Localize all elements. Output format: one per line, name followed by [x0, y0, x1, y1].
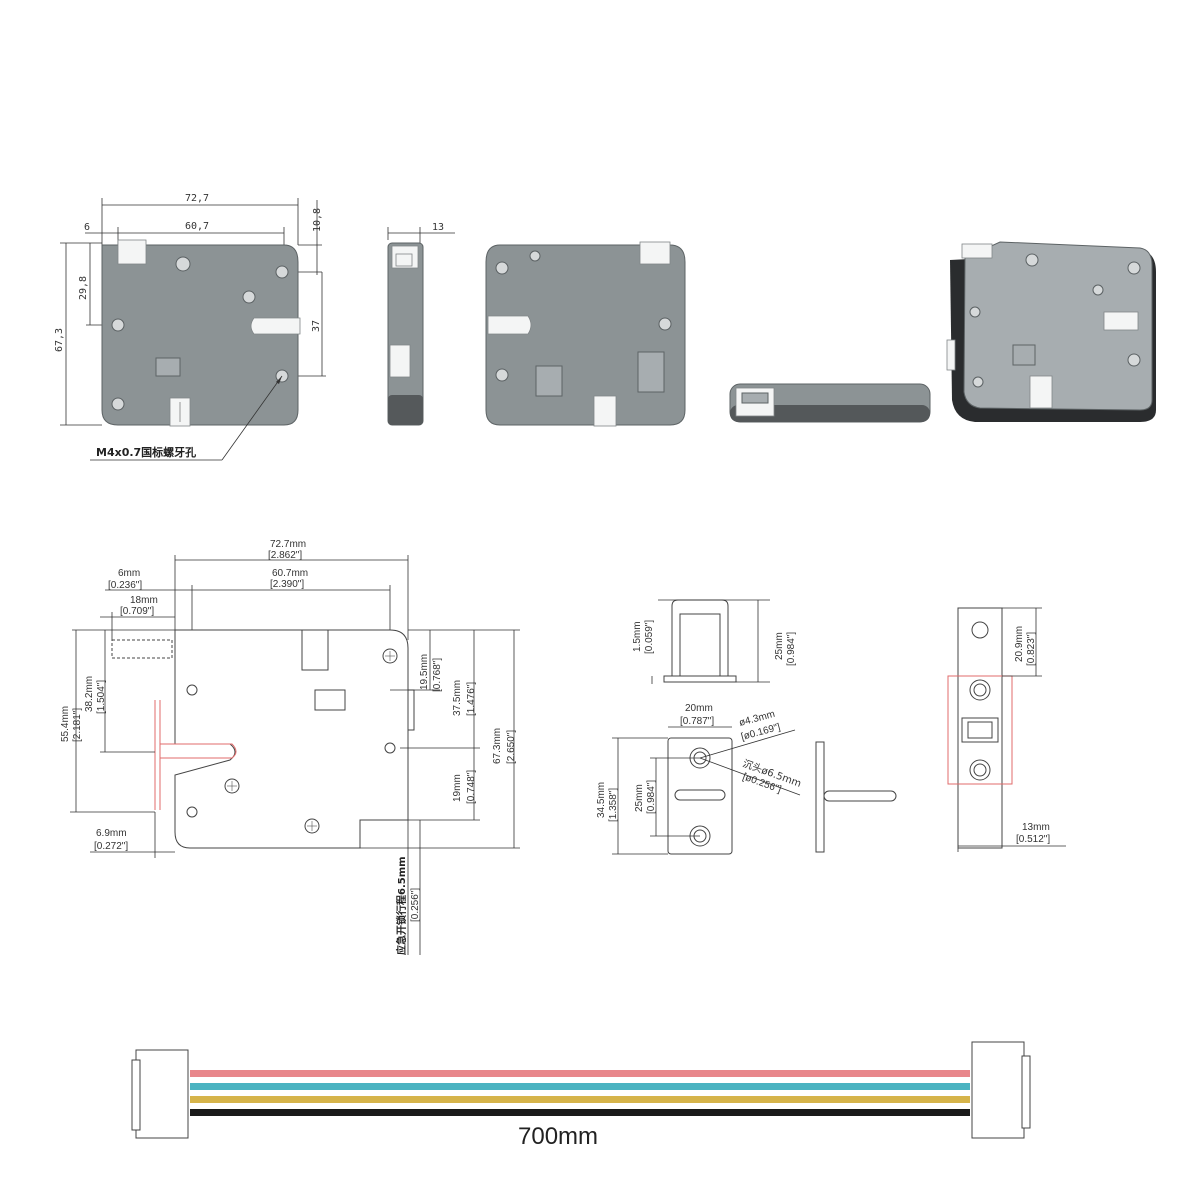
front-h4-in: [0.748"]: [466, 770, 477, 804]
front-h3-mm: 67.3mm: [492, 728, 503, 764]
front-width-in: [2.862"]: [268, 550, 302, 561]
wire-bundle: [190, 1070, 970, 1116]
strike-width-in: [0.787"]: [680, 716, 714, 727]
dim-hole-height: 29,8: [78, 276, 89, 300]
side-line-drawing: 20.9mm [0.823"] 13mm [0.512"]: [947, 607, 1066, 852]
front-line-drawing: 72.7mm [2.862"] 60.7mm [2.390"] 6mm [0.2…: [60, 539, 520, 955]
front-l1-in: [2.181"]: [72, 708, 83, 742]
front-h2-in: [1.476"]: [466, 682, 477, 716]
back-view-render: [485, 241, 686, 427]
front-bottom-in: [0.272"]: [94, 841, 128, 852]
dim-hole-spacing: 60,7: [185, 221, 209, 232]
bottom-view-render: [729, 383, 931, 423]
front-l2-in: [1.504"]: [96, 680, 107, 714]
side-width-in: [0.512"]: [1016, 834, 1050, 845]
front-l1-mm: 55.4mm: [60, 706, 71, 742]
wire-4: [190, 1109, 970, 1116]
dim-overall-width: 72,7: [185, 193, 209, 204]
wire-2: [190, 1083, 970, 1090]
side-top-mm: 20.9mm: [1014, 626, 1025, 662]
strike-total-in: [0.984"]: [786, 632, 797, 666]
wire-1: [190, 1070, 970, 1077]
front-hole-span-in: [2.390"]: [270, 579, 304, 590]
strike-height-in: [1.358"]: [608, 788, 619, 822]
front-l2-mm: 38.2mm: [84, 676, 95, 712]
iso-view-render: [946, 241, 1156, 422]
front-bottom-mm: 6.9mm: [96, 828, 127, 839]
cable-drawing: 700mm: [131, 1041, 1031, 1150]
dim-thickness: 13: [432, 222, 444, 233]
strike-h-mm: 1.5mm: [632, 621, 643, 652]
emergency-travel-label: 应急开锁行程6.5mm: [395, 856, 408, 955]
front-bolt-in: [0.709"]: [120, 606, 154, 617]
front-h1-in: [0.768"]: [432, 658, 443, 692]
strike-plate-drawing: 1.5mm [0.059"] 25mm [0.984"] 20mm [0.787…: [596, 599, 897, 855]
front-h1-mm: 19.5mm: [419, 654, 430, 690]
front-bolt-mm: 18mm: [130, 595, 158, 606]
front-offset-mm: 6mm: [118, 568, 140, 579]
cable-length-label: 700mm: [518, 1123, 598, 1150]
strike-total-mm: 25mm: [774, 632, 785, 660]
dim-top-right: 10,8: [312, 208, 323, 232]
side-top-in: [0.823"]: [1026, 632, 1037, 666]
side-width-mm: 13mm: [1022, 822, 1050, 833]
strike-spacing-in: [0.984"]: [646, 780, 657, 814]
strike-spacing-mm: 25mm: [634, 784, 645, 812]
thread-callout: M4x0.7国标螺牙孔: [96, 445, 196, 459]
front-h3-in: [2.650"]: [506, 730, 517, 764]
wire-3: [190, 1096, 970, 1103]
strike-h-in: [0.059"]: [644, 620, 655, 654]
dim-overall-height: 67,3: [54, 328, 65, 352]
emergency-travel-in: [0.256"]: [410, 888, 421, 922]
front-h4-mm: 19mm: [452, 774, 463, 802]
strike-height-mm: 34.5mm: [596, 782, 607, 818]
strike-width-mm: 20mm: [685, 703, 713, 714]
side-view-render: 13: [387, 222, 455, 426]
dim-right-height: 37: [311, 320, 322, 332]
front-offset-in: [0.236"]: [108, 580, 142, 591]
front-view-render: 72,7 60,7 6 10,8 67,3 29,8 37: [54, 193, 326, 461]
front-width-mm: 72.7mm: [270, 539, 306, 550]
front-h2-mm: 37.5mm: [452, 680, 463, 716]
dim-left-offset: 6: [84, 222, 90, 233]
front-hole-span-mm: 60.7mm: [272, 568, 308, 579]
